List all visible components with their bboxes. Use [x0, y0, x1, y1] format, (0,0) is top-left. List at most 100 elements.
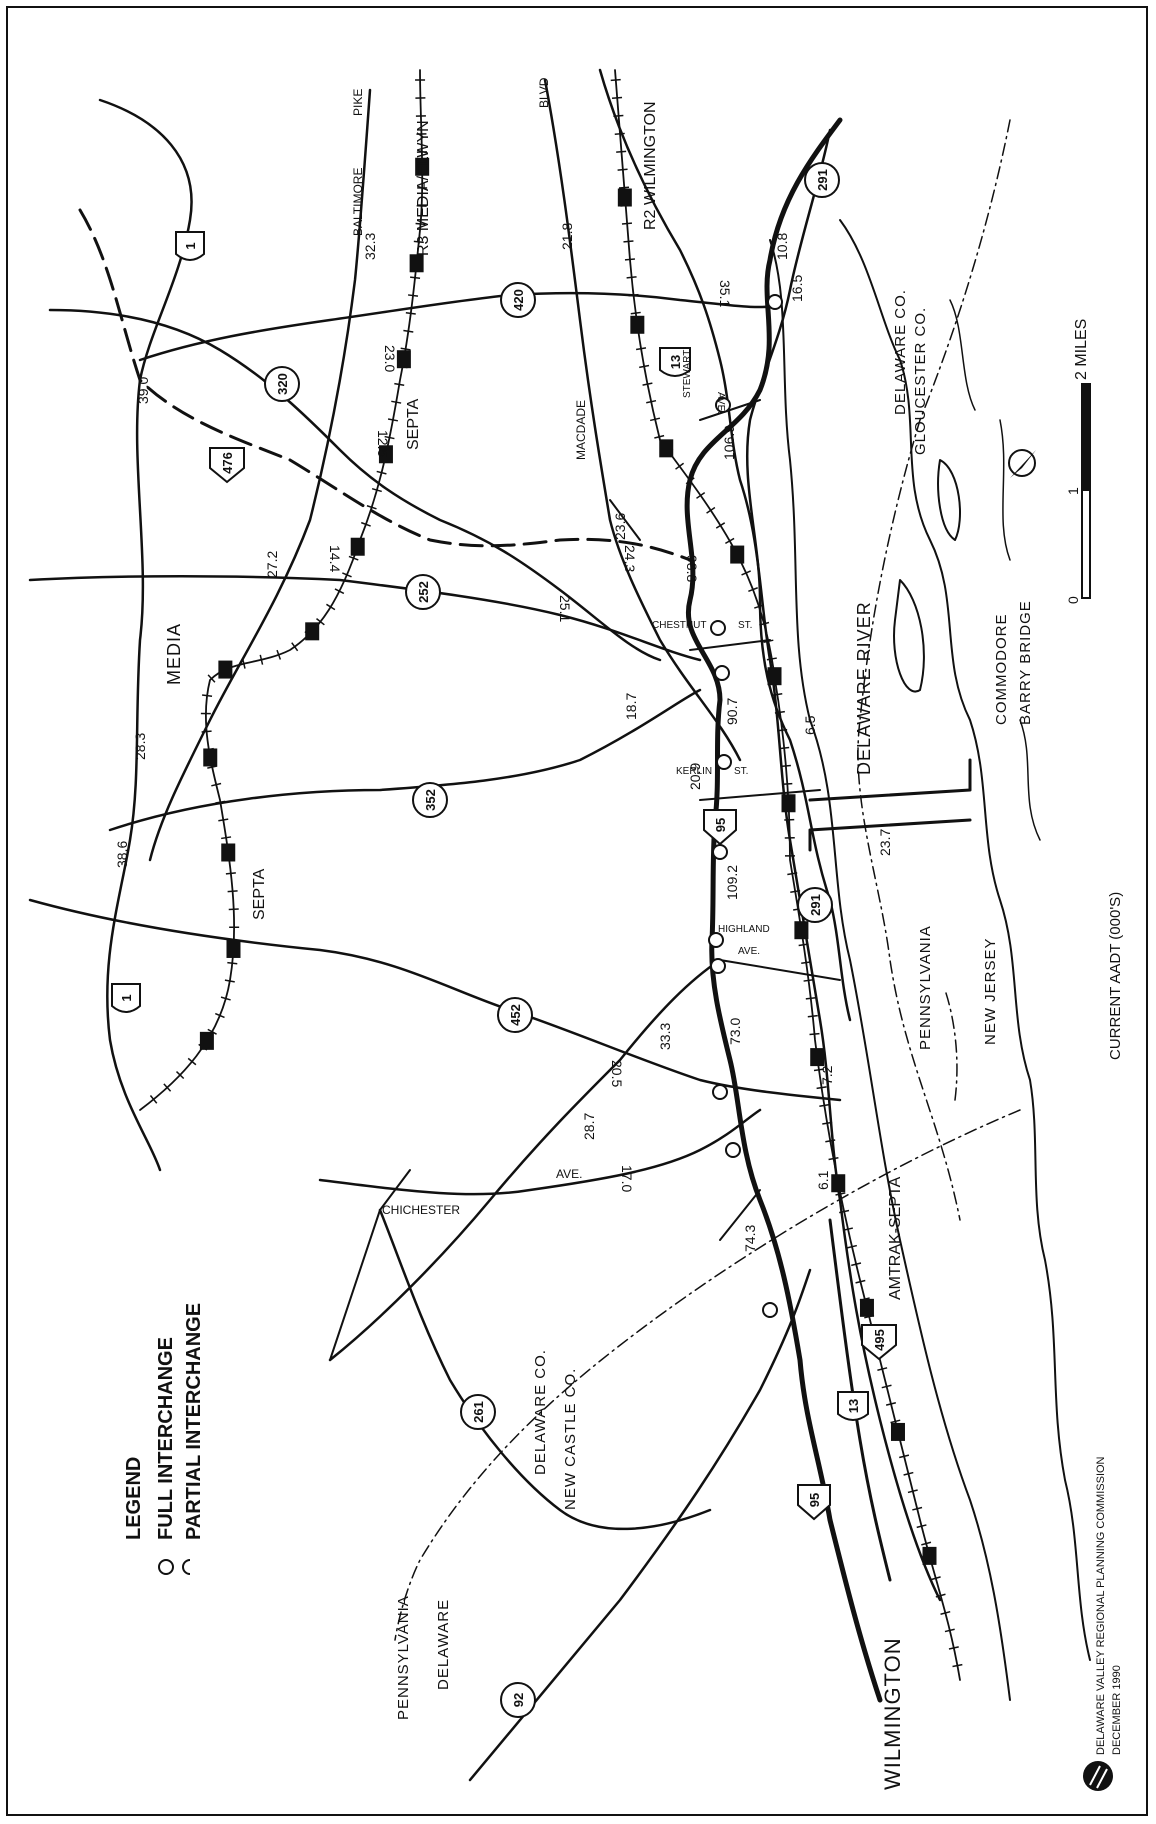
rail-tick — [899, 1454, 910, 1459]
rail-tick — [940, 1610, 951, 1615]
rail-tick — [224, 979, 235, 983]
rail-tick — [387, 418, 399, 422]
aadt-label: 90.7 — [724, 698, 740, 725]
rail-tick — [366, 505, 377, 510]
svg-text:95: 95 — [713, 818, 728, 832]
interchanges — [708, 294, 783, 1318]
shield-13-top: 13 — [659, 347, 691, 377]
river-shore-east — [839, 219, 1091, 1661]
road-us1 — [98, 98, 193, 1172]
rail-tick — [944, 1628, 955, 1633]
rail-tick — [952, 1663, 963, 1668]
label-new-jersey: NEW JERSEY — [982, 937, 999, 1045]
rail-tick — [646, 399, 657, 404]
rail-tick — [635, 347, 647, 351]
rail-tick — [907, 1489, 918, 1494]
nj-shore-detail — [949, 299, 1041, 841]
rail-tick — [916, 1524, 927, 1529]
rail-tick — [828, 1156, 839, 1161]
rail-tick — [225, 872, 236, 875]
aadt-label: 17.0 — [619, 1165, 635, 1192]
map-frame — [6, 6, 1148, 1816]
label-stewart: STEWART — [682, 350, 693, 398]
interchange-chestnut-st-b — [714, 665, 730, 681]
rail-tick — [639, 364, 650, 369]
label-media: MEDIA — [164, 623, 184, 685]
aadt-label: 32.3 — [362, 233, 378, 260]
credit: DELAWARE VALLEY REGIONAL PLANNING COMMIS… — [1083, 1456, 1123, 1791]
svg-text:320: 320 — [275, 373, 290, 395]
interchange-pa92 — [762, 1302, 778, 1318]
rail-station — [350, 537, 365, 556]
shield-95-mid: 95 — [703, 809, 737, 846]
rail-tick — [787, 872, 798, 876]
rail-station — [730, 545, 745, 564]
rail-tick — [807, 1014, 818, 1018]
rail-tick — [410, 276, 421, 279]
interchange-kerlin-st — [716, 754, 732, 770]
label-chestnut: CHESTNUT — [652, 620, 706, 631]
label-delaware-state: DELAWARE — [435, 1599, 452, 1690]
rail-station — [218, 660, 233, 679]
scale-zero: 0 — [1065, 596, 1081, 604]
shield-1-bottom: 1 — [111, 983, 141, 1013]
legend: LEGEND FULL INTERCHANGE PARTIAL INTERCHA… — [123, 1303, 205, 1575]
svg-text:291: 291 — [815, 169, 830, 191]
rail-labels: R3 MEDIA/ELWYN R2 WILMINGTON SEPTA SEPTA… — [251, 101, 904, 1300]
rail-tick — [613, 114, 624, 118]
aadt-label: 7.2 — [819, 1065, 835, 1085]
label-highland: HIGHLAND — [718, 924, 770, 935]
rail-tick — [624, 258, 635, 261]
rail-tick — [187, 1057, 197, 1066]
svg-text:452: 452 — [508, 1004, 523, 1026]
rail-tick — [391, 400, 402, 404]
rail-tick — [774, 710, 785, 714]
rail-station — [810, 1048, 825, 1067]
svg-text:92: 92 — [511, 1693, 526, 1707]
road-pa92 — [468, 1268, 812, 1782]
legend-full-symbol — [158, 1559, 174, 1575]
rail-tick — [835, 1192, 846, 1196]
road-i476 — [78, 208, 692, 562]
road-macdade — [543, 78, 742, 762]
north-arrow — [1008, 449, 1036, 478]
rail-tick — [766, 657, 777, 661]
rail-stations — [199, 157, 937, 1565]
svg-text:13: 13 — [846, 1399, 861, 1413]
road-pa320 — [48, 308, 662, 662]
aadt-labels: 32.3 23.0 21.8 35.1 10.8 16.5 39.0 12.5 … — [114, 223, 893, 1252]
label-barry-bridge: BARRY BRIDGE — [1017, 600, 1034, 725]
rail-tick — [628, 293, 639, 297]
rail-tick — [616, 150, 627, 153]
aadt-label: 23.0 — [382, 345, 398, 372]
rail-tick — [777, 728, 788, 732]
shield-320: 320 — [264, 366, 300, 402]
svg-text:252: 252 — [416, 581, 431, 603]
label-blvd: BLVD — [537, 77, 551, 108]
aadt-label: 24.3 — [622, 545, 638, 572]
rail-tick — [400, 347, 411, 351]
label-delaware-river: DELAWARE RIVER — [854, 601, 874, 775]
road-chichester — [318, 1108, 762, 1196]
shield-352: 352 — [412, 782, 448, 818]
aadt-label: 14.4 — [327, 545, 343, 572]
shield-452: 452 — [497, 997, 533, 1033]
rail-tick — [890, 1419, 901, 1424]
rail-tick — [220, 996, 231, 1001]
aadt-label: 23.6 — [612, 513, 628, 540]
rail-tick — [877, 1367, 888, 1371]
scale-two: 2 MILES — [1073, 319, 1090, 380]
svg-text:352: 352 — [423, 789, 438, 811]
rail-tick — [207, 1028, 217, 1035]
rail-tick — [360, 521, 371, 527]
rail-station — [781, 794, 796, 813]
svg-text:420: 420 — [511, 289, 526, 311]
rail-tick — [163, 1083, 172, 1092]
rail-tick — [675, 462, 685, 470]
rail-tick — [798, 943, 809, 947]
boundary-delco-gloucester — [857, 119, 1011, 1221]
road-us13 — [598, 68, 942, 1602]
aadt-label: 109.2 — [724, 865, 740, 900]
rail-tick — [202, 694, 213, 697]
label-r2-wilmington: R2 WILMINGTON — [642, 101, 659, 230]
